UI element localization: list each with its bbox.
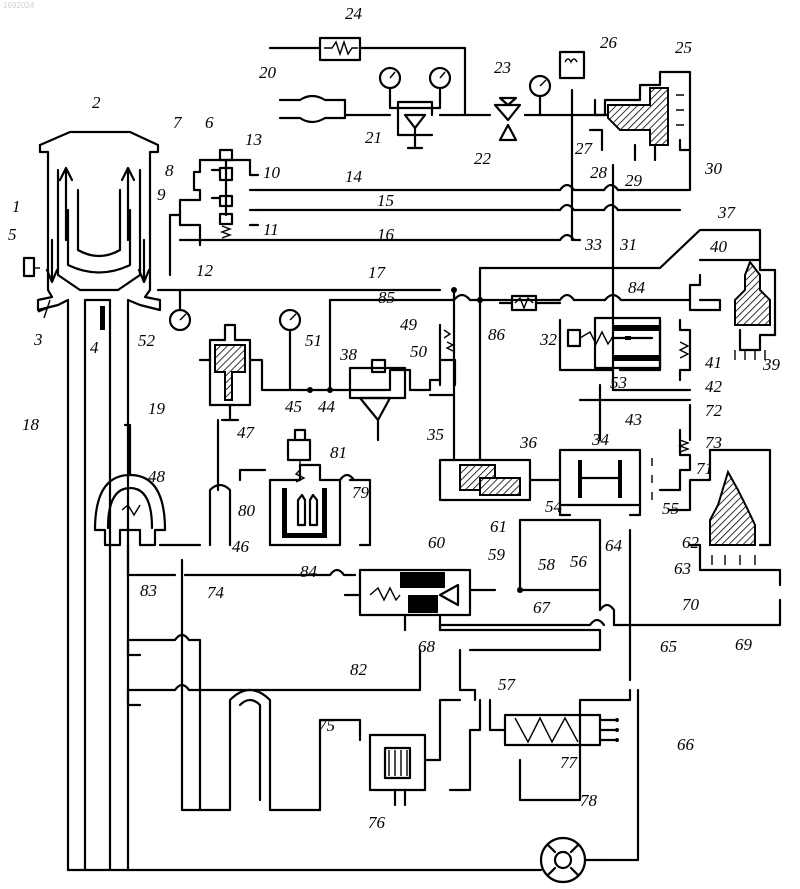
- label-23: 23: [494, 58, 511, 77]
- top-components: [270, 38, 690, 160]
- label-47: 47: [237, 423, 256, 442]
- label-25: 25: [675, 38, 692, 57]
- label-37: 37: [717, 203, 737, 222]
- label-51: 51: [305, 331, 322, 350]
- label-34: 34: [591, 430, 610, 449]
- label-56: 56: [570, 552, 588, 571]
- label-52: 52: [138, 331, 156, 350]
- label-50: 50: [410, 342, 428, 361]
- label-66: 66: [677, 735, 695, 754]
- label-3: 3: [33, 330, 43, 349]
- label-45: 45: [285, 397, 302, 416]
- label-57: 57: [498, 675, 517, 694]
- valve-stack-6-13: [180, 150, 258, 245]
- label-28: 28: [590, 163, 608, 182]
- label-21: 21: [365, 128, 382, 147]
- label-84-left: 84: [300, 562, 318, 581]
- watermark-text: 1692024: [3, 1, 35, 10]
- label-36: 36: [519, 433, 538, 452]
- label-41: 41: [705, 353, 722, 372]
- component-60: [345, 570, 495, 630]
- label-13: 13: [245, 130, 262, 149]
- label-77: 77: [560, 753, 579, 772]
- label-76: 76: [368, 813, 386, 832]
- label-20: 20: [259, 63, 277, 82]
- label-31: 31: [619, 235, 637, 254]
- label-18: 18: [22, 415, 40, 434]
- label-86: 86: [488, 325, 506, 344]
- label-72: 72: [705, 401, 723, 420]
- component-38: [307, 287, 483, 440]
- label-65: 65: [660, 637, 677, 656]
- label-84-mid: 84: [628, 278, 646, 297]
- label-30: 30: [704, 159, 723, 178]
- label-59: 59: [488, 545, 506, 564]
- label-49: 49: [400, 315, 418, 334]
- label-15: 15: [377, 191, 394, 210]
- label-46: 46: [232, 537, 250, 556]
- label-22: 22: [474, 149, 492, 168]
- label-71: 71: [696, 459, 713, 478]
- label-53: 53: [610, 373, 627, 392]
- label-10: 10: [263, 163, 281, 182]
- label-16: 16: [377, 225, 395, 244]
- label-12: 12: [196, 261, 214, 280]
- component-79: [240, 430, 370, 545]
- label-19: 19: [148, 399, 166, 418]
- label-5: 5: [8, 225, 17, 244]
- label-63: 63: [674, 559, 691, 578]
- label-39: 39: [762, 355, 781, 374]
- label-62: 62: [682, 533, 700, 552]
- label-32: 32: [539, 330, 558, 349]
- label-78: 78: [580, 791, 598, 810]
- label-27: 27: [575, 139, 594, 158]
- label-81: 81: [330, 443, 347, 462]
- label-68: 68: [418, 637, 436, 656]
- vessel-assembly: [24, 132, 160, 870]
- bottom-components: [68, 700, 619, 882]
- label-73: 73: [705, 433, 722, 452]
- label-38: 38: [339, 345, 358, 364]
- label-83: 83: [140, 581, 157, 600]
- label-85: 85: [378, 288, 395, 307]
- label-2: 2: [92, 93, 101, 112]
- label-9: 9: [157, 185, 166, 204]
- label-17: 17: [368, 263, 387, 282]
- label-58: 58: [538, 555, 556, 574]
- label-42: 42: [705, 377, 723, 396]
- component-47: [170, 290, 330, 420]
- label-64: 64: [605, 536, 623, 555]
- label-4: 4: [90, 338, 99, 357]
- label-80: 80: [238, 501, 256, 520]
- label-69: 69: [735, 635, 753, 654]
- label-79: 79: [352, 483, 370, 502]
- label-61: 61: [490, 517, 507, 536]
- label-11: 11: [263, 220, 279, 239]
- label-1: 1: [12, 197, 21, 216]
- label-40: 40: [710, 237, 728, 256]
- label-55: 55: [662, 499, 679, 518]
- label-74: 74: [207, 583, 225, 602]
- label-44: 44: [318, 397, 336, 416]
- label-24: 24: [345, 4, 363, 23]
- label-48: 48: [148, 467, 166, 486]
- label-70: 70: [682, 595, 700, 614]
- label-35: 35: [426, 425, 444, 444]
- label-6: 6: [205, 113, 214, 132]
- label-67: 67: [533, 598, 552, 617]
- label-14: 14: [345, 167, 363, 186]
- label-26: 26: [600, 33, 618, 52]
- label-54: 54: [545, 497, 563, 516]
- label-43: 43: [625, 410, 642, 429]
- label-7: 7: [173, 113, 183, 132]
- label-82: 82: [350, 660, 368, 679]
- label-29: 29: [625, 171, 643, 190]
- label-33: 33: [584, 235, 602, 254]
- label-8: 8: [165, 161, 174, 180]
- label-75: 75: [318, 716, 335, 735]
- label-60: 60: [428, 533, 446, 552]
